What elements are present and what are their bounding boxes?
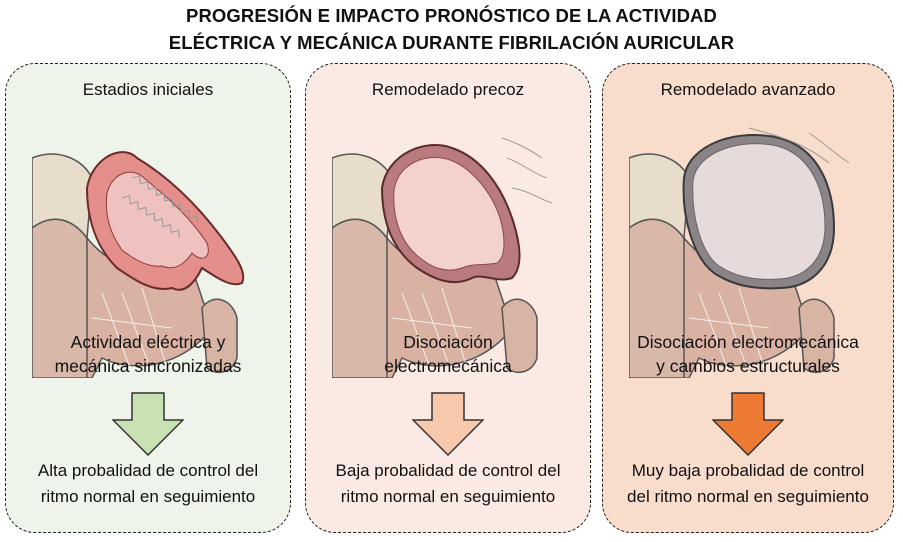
panel-caption: Disociación electromecánica [306, 330, 590, 378]
panel-outcome: Baja probalidad de control del ritmo nor… [306, 458, 590, 510]
outcome-line-1: Alta probalidad de control del [37, 461, 259, 480]
title-line-1: PROGRESIÓN E IMPACTO PRONÓSTICO DE LA AC… [186, 5, 717, 26]
figure-title: PROGRESIÓN E IMPACTO PRONÓSTICO DE LA AC… [0, 2, 903, 56]
outcome-line-1: Muy baja probalidad de control [631, 461, 865, 480]
down-arrow-icon [712, 392, 784, 456]
outcome-line-2: ritmo normal en seguimiento [340, 487, 556, 506]
panel-heading: Remodelado avanzado [660, 80, 836, 99]
caption-line-1: Actividad eléctrica y [70, 332, 226, 352]
panel-advanced-remodeling: Remodelado avanzado Disociación electrom… [602, 63, 894, 533]
heart-atrium-illustration [629, 127, 850, 378]
caption-line-2: electromecánica [384, 356, 512, 376]
caption-line-1: Disociación electromecánica [637, 332, 859, 352]
heart-atrium-illustration [332, 137, 553, 378]
outcome-line-2: del ritmo normal en seguimiento [627, 487, 869, 506]
panel-heading: Estadios iniciales [82, 80, 214, 99]
panel-early-stage: Estadios iniciales Actividad eléctrica y… [5, 63, 291, 533]
panel-heading: Remodelado precoz [371, 80, 525, 99]
panel-caption: Disociación electromecánica y cambios es… [603, 330, 893, 378]
panel-outcome: Alta probalidad de control del ritmo nor… [6, 458, 290, 510]
title-line-2: ELÉCTRICA Y MECÁNICA DURANTE FIBRILACIÓN… [168, 32, 735, 53]
outcome-line-2: ritmo normal en seguimiento [40, 487, 256, 506]
outcome-line-1: Baja probalidad de control del [335, 461, 561, 480]
down-arrow-icon [112, 392, 184, 456]
panel-outcome: Muy baja probalidad de control del ritmo… [603, 458, 893, 510]
heart-atrium-illustration [32, 151, 245, 378]
down-arrow-icon [412, 392, 484, 456]
caption-line-2: y cambios estructurales [656, 356, 840, 376]
caption-line-1: Disociación [403, 332, 493, 352]
panel-caption: Actividad eléctrica y mecánica sincroniz… [6, 330, 290, 378]
caption-line-2: mecánica sincronizadas [54, 356, 242, 376]
panel-early-remodeling: Remodelado precoz Disociación electromec… [305, 63, 591, 533]
